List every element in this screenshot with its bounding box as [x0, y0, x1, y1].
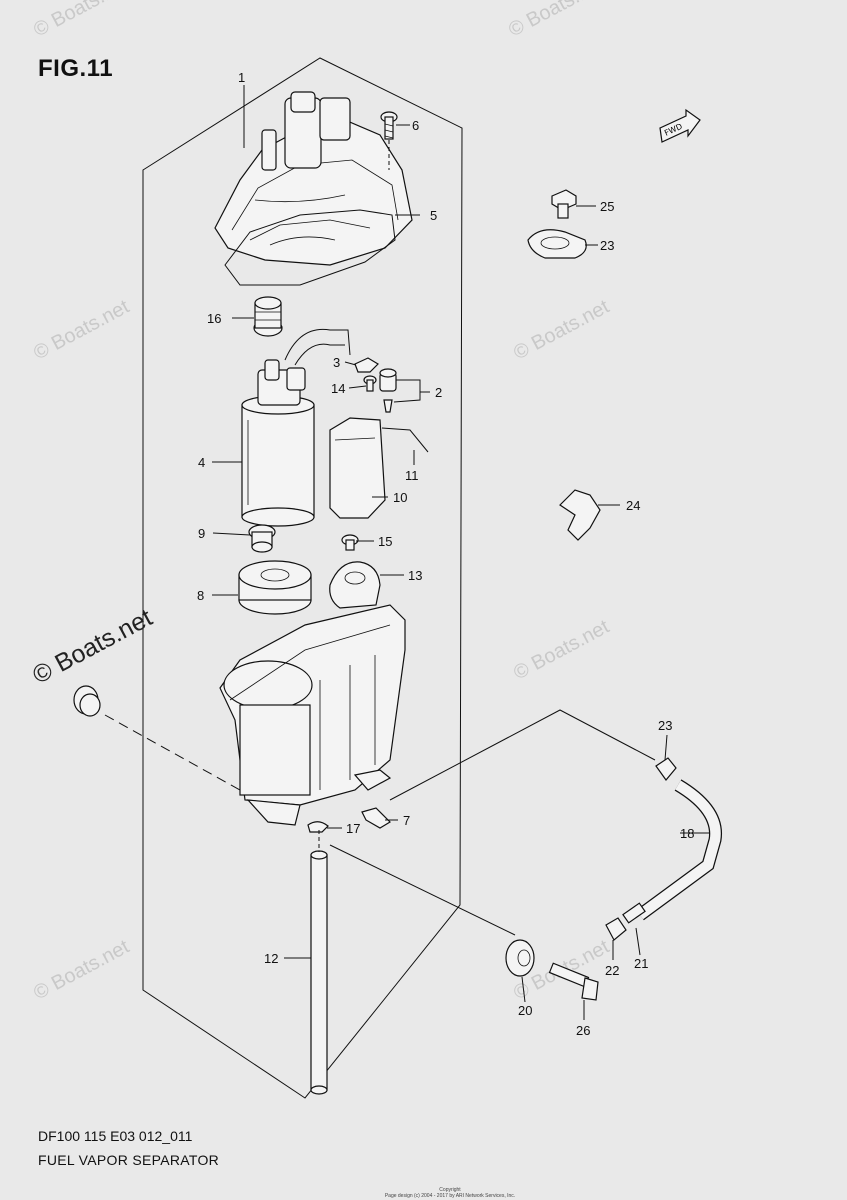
part-25-bolt [551, 189, 577, 219]
part-11-wire [381, 427, 429, 453]
part-1-cover [214, 91, 413, 266]
part-15-screw [341, 534, 359, 551]
callout-5: 5 [430, 208, 437, 223]
part-24-clip [559, 489, 601, 541]
part-12-hose [310, 850, 328, 1095]
callout-15: 15 [378, 534, 392, 549]
callout-23-lower: 23 [658, 718, 672, 733]
figure-name: FUEL VAPOR SEPARATOR [38, 1152, 220, 1168]
callout-17: 17 [346, 821, 360, 836]
part-22-clamp [605, 917, 627, 941]
part-14-screw [363, 375, 377, 392]
wire-harness [284, 328, 351, 361]
assembly-outline [142, 57, 463, 1099]
part-13-regulator [329, 561, 381, 609]
callout-26: 26 [576, 1023, 590, 1038]
callout-24: 24 [626, 498, 640, 513]
callout-11: 11 [405, 468, 419, 483]
part-10-cover [329, 417, 386, 519]
part-23-clamp [527, 229, 587, 259]
model-code: DF100 115 E03 012_011 [38, 1128, 193, 1144]
part-4-fuel-pump [241, 359, 315, 527]
fwd-arrow: FWD [659, 108, 701, 143]
callout-14: 14 [331, 381, 345, 396]
callout-10: 10 [393, 490, 407, 505]
callout-9: 9 [198, 526, 205, 541]
part-8-holder [238, 560, 312, 615]
dash-line [104, 714, 241, 791]
part-17-clip [307, 821, 329, 833]
copyright-line2: Page design (c) 2004 - 2017 by ARI Netwo… [384, 1193, 516, 1199]
figure-title: FIG.11 [38, 55, 114, 82]
part-2-valve [379, 368, 397, 413]
callout-21: 21 [634, 956, 648, 971]
part-20-grommet [505, 939, 535, 977]
routing-line [389, 709, 656, 801]
part-21-pipe [622, 902, 646, 924]
part-6-screw [380, 111, 398, 140]
callout-22: 22 [605, 963, 619, 978]
callout-3: 3 [333, 355, 340, 370]
callout-23: 23 [600, 238, 614, 253]
callout-2: 2 [435, 385, 442, 400]
leader-lines [212, 85, 710, 1020]
part-16-grommet [253, 296, 283, 337]
part-3-clip [354, 357, 379, 373]
part-5-gasket [224, 209, 396, 286]
callout-18: 18 [680, 826, 694, 841]
callout-25: 25 [600, 199, 614, 214]
part-9-filter [248, 524, 276, 553]
callout-13: 13 [408, 568, 422, 583]
callout-6: 6 [412, 118, 419, 133]
callout-7: 7 [403, 813, 410, 828]
callout-4: 4 [198, 455, 205, 470]
copyright-line1: Copyright [439, 1187, 461, 1193]
part-19-washer [73, 685, 101, 717]
copyright-notice: Copyright Page design (c) 2004 - 2017 by… [300, 1187, 600, 1199]
part-7-bolt [361, 807, 391, 829]
separator-case [219, 604, 406, 826]
part-23-clamp-lower [655, 757, 677, 781]
callout-12: 12 [264, 951, 278, 966]
part-26-bolt [548, 962, 599, 1001]
callout-20: 20 [518, 1003, 532, 1018]
callout-8: 8 [197, 588, 204, 603]
routing-line [329, 844, 516, 936]
callout-1: 1 [238, 70, 245, 85]
callout-16: 16 [207, 311, 221, 326]
